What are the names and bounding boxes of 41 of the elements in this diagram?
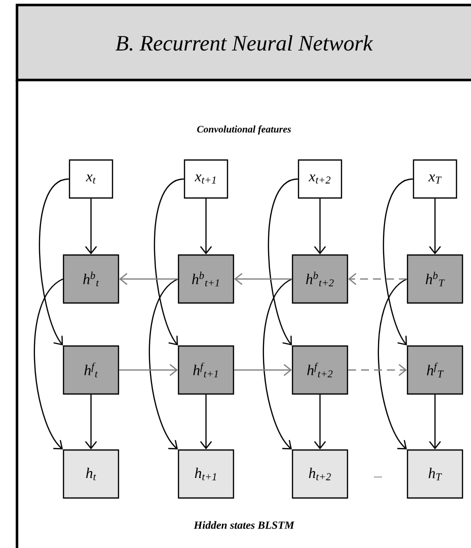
arrow [314,394,326,450]
title: B. Recurrent Neural Network [116,35,373,51]
caption: Hidden states BLSTM [194,521,295,529]
arrow [148,278,178,450]
input-box: x$_{t}$ [68,159,114,199]
arrow [348,273,407,285]
arrow [262,278,292,450]
arrow [348,364,407,376]
arrow [119,273,178,285]
backward-state-box: h$^{b}$t+1 [178,254,234,304]
arrow [382,178,414,346]
arrow [314,198,326,254]
arrow [85,198,97,254]
hidden-state-box: h$_{T}$ [406,449,464,499]
arrow [85,394,97,450]
backward-state-box: h$^{b}$t+2 [292,254,348,304]
hidden-state-box: h$_{t+1}$ [178,449,234,499]
hidden-state-box: h$_{t}$ [62,449,120,499]
arrow [429,394,441,450]
arrow [38,178,70,346]
caption: Convolutional features [197,125,291,135]
arrow [154,178,184,346]
arrow [34,278,64,450]
forward-state-box: h$^{f}$t+2 [292,345,348,395]
arrow [234,273,292,285]
input-box: x$_{T}$ [412,159,458,199]
arrow [200,394,212,450]
arrow [234,364,292,376]
forward-state-box: h$^{f}$t+1 [178,345,234,395]
input-box: x$_{t+2}$ [298,159,342,199]
arrow [429,198,441,254]
arrow [119,364,178,376]
hidden-state-box: h$_{t+2}$ [292,449,348,499]
forward-state-box: h$^{f}$t [62,345,120,395]
forward-state-box: h$^{f}$T [406,345,464,395]
backward-state-box: h$^{b}$T [406,254,464,304]
input-box: x$_{t+1}$ [184,159,228,199]
arrow [378,278,408,450]
arrow [200,198,212,254]
arrow [268,178,298,346]
backward-state-box: h$^{b}$t [62,254,120,304]
